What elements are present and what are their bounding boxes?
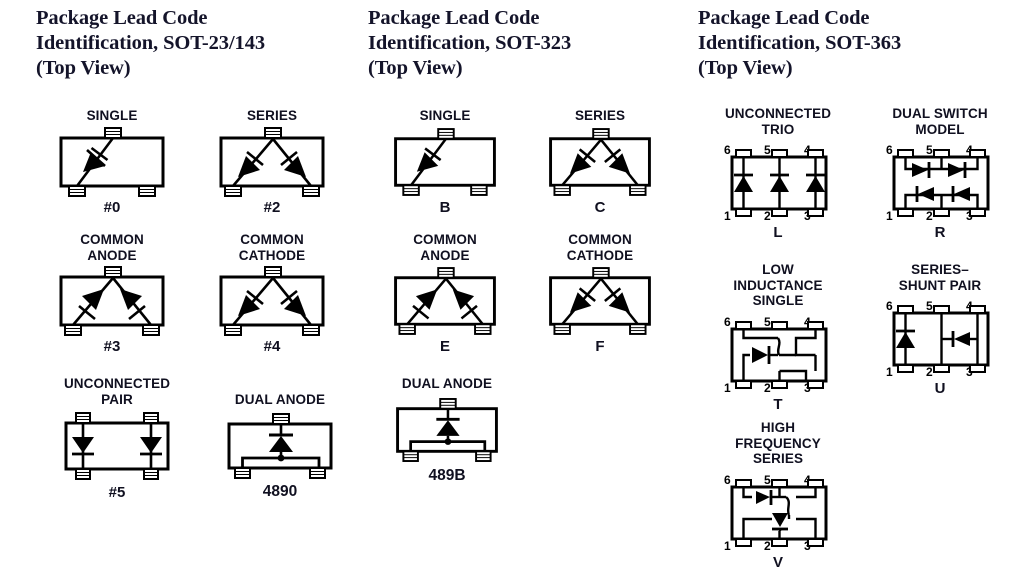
cell-caption: COMMON CATHODE bbox=[566, 232, 634, 263]
cell-code: R bbox=[934, 224, 946, 241]
pin-label-5: 5 bbox=[764, 315, 771, 329]
symbol-common-anode bbox=[59, 266, 165, 336]
cell-common-anode-e: COMMON ANODE E bbox=[370, 232, 520, 355]
cell-unconnected-trio-l: UNCONNECTED TRIO 6 5 4 1 2 3 bbox=[698, 106, 858, 241]
symbol-single-diag bbox=[59, 126, 165, 197]
pin-label-1: 1 bbox=[724, 209, 731, 223]
cell-caption: SERIES– SHUNT PAIR bbox=[898, 262, 982, 293]
symbol-common-cathode bbox=[219, 266, 325, 336]
column-title-line: (Top View) bbox=[36, 57, 131, 79]
pin-label-1: 1 bbox=[886, 209, 893, 223]
cell-code: #5 bbox=[108, 484, 126, 501]
cell-unconnected-pair-5: UNCONNECTED PAIR #5 bbox=[32, 376, 202, 501]
pin-label-5: 5 bbox=[926, 143, 933, 157]
cell-code: B bbox=[439, 198, 451, 216]
pin-label-2: 2 bbox=[926, 365, 933, 379]
cell-caption: SERIES bbox=[246, 108, 298, 123]
pin-label-1: 1 bbox=[886, 365, 893, 379]
cell-code: #3 bbox=[103, 338, 121, 355]
column-sot-323: Package Lead Code Identification, SOT-32… bbox=[360, 0, 690, 581]
cell-caption: COMMON ANODE bbox=[413, 232, 477, 263]
cell-code: E bbox=[439, 338, 450, 355]
symbol-high-freq: 6 5 4 1 2 3 bbox=[724, 473, 827, 553]
cell-caption: HIGH FREQUENCY SERIES bbox=[735, 420, 821, 466]
cell-series-c: SERIES C bbox=[525, 108, 675, 216]
column-title-sot-23-143: Package Lead Code Identification, SOT-23… bbox=[36, 6, 265, 81]
cell-single-0: SINGLE #0 bbox=[32, 108, 192, 216]
cell-caption: SINGLE bbox=[86, 108, 138, 123]
cell-common-cathode-f: COMMON CATHODE F bbox=[525, 232, 675, 355]
symbol-dual-anode bbox=[396, 397, 498, 462]
symbol-series-out-in bbox=[219, 126, 325, 197]
pin-label-2: 2 bbox=[764, 539, 771, 553]
column-title-line: (Top View) bbox=[368, 57, 463, 79]
column-title-line: Package Lead Code bbox=[368, 7, 540, 29]
symbol-trio: 6 5 4 1 2 3 bbox=[724, 143, 827, 223]
symbol-low-inductance: 6 5 4 1 2 3 bbox=[724, 315, 827, 395]
cell-dual-anode-489b: DUAL ANODE 489B bbox=[372, 376, 522, 484]
column-sot-363: Package Lead Code Identification, SOT-36… bbox=[690, 0, 1028, 581]
cell-dual-switch-model-r: DUAL SWITCH MODEL 6 5 4 1 2 3 bbox=[860, 106, 1020, 241]
pin-label-5: 5 bbox=[926, 299, 933, 313]
cell-code: C bbox=[594, 198, 606, 216]
cell-caption: LOW INDUCTANCE SINGLE bbox=[733, 262, 823, 308]
pin-label-2: 2 bbox=[764, 381, 771, 395]
cell-code: F bbox=[595, 338, 605, 355]
cell-caption: UNCONNECTED PAIR bbox=[63, 376, 171, 407]
column-title-line: Identification, SOT-363 bbox=[698, 32, 902, 54]
cell-code: L bbox=[773, 224, 783, 241]
pin-label-2: 2 bbox=[926, 209, 933, 223]
column-title-line: (Top View) bbox=[698, 57, 793, 79]
cell-code: T bbox=[773, 395, 783, 413]
cell-caption: SINGLE bbox=[419, 108, 471, 123]
pin-label-6: 6 bbox=[724, 315, 731, 329]
cell-common-cathode-4: COMMON CATHODE #4 bbox=[192, 232, 352, 355]
cell-code: U bbox=[934, 380, 946, 397]
cell-caption: DUAL ANODE bbox=[401, 376, 493, 391]
column-title-line: Package Lead Code bbox=[698, 7, 870, 29]
cell-caption: SERIES bbox=[574, 108, 626, 123]
pin-label-1: 1 bbox=[724, 381, 731, 395]
cell-code: 4890 bbox=[262, 482, 298, 500]
cell-code: #2 bbox=[263, 198, 281, 216]
cell-code: V bbox=[772, 553, 783, 571]
cell-caption: DUAL SWITCH MODEL bbox=[892, 106, 988, 137]
symbol-common-cathode bbox=[549, 267, 651, 335]
cell-code: 489B bbox=[428, 466, 466, 484]
pin-label-2: 2 bbox=[764, 209, 771, 223]
cell-common-anode-3: COMMON ANODE #3 bbox=[32, 232, 192, 355]
pin-label-6: 6 bbox=[886, 143, 893, 157]
symbol-series-in-in bbox=[549, 127, 651, 196]
cell-dual-anode-4890: DUAL ANODE 4890 bbox=[200, 392, 360, 500]
cell-series-2: SERIES #2 bbox=[192, 108, 352, 216]
cell-high-frequency-series-v: HIGH FREQUENCY SERIES 6 5 4 1 2 3 bbox=[698, 420, 858, 571]
cell-caption: COMMON ANODE bbox=[80, 232, 144, 263]
symbol-common-anode bbox=[394, 267, 496, 335]
column-title-sot-363: Package Lead Code Identification, SOT-36… bbox=[698, 6, 901, 81]
column-title-line: Identification, SOT-323 bbox=[368, 32, 572, 54]
cell-series-shunt-pair-u: SERIES– SHUNT PAIR 6 5 4 1 2 3 bbox=[860, 262, 1020, 397]
cell-code: #4 bbox=[263, 338, 281, 355]
cell-single-b: SINGLE B bbox=[370, 108, 520, 216]
column-title-line: Identification, SOT-23/143 bbox=[36, 32, 266, 54]
symbol-series-shunt: 6 5 4 1 2 3 bbox=[886, 299, 989, 379]
column-sot-23-143: Package Lead Code Identification, SOT-23… bbox=[0, 0, 360, 581]
column-title-line: Package Lead Code bbox=[36, 7, 208, 29]
cell-code: #0 bbox=[103, 198, 121, 216]
cell-caption: DUAL ANODE bbox=[234, 392, 326, 407]
pin-label-5: 5 bbox=[764, 143, 771, 157]
pin-label-6: 6 bbox=[724, 473, 731, 487]
cell-low-inductance-single-t: LOW INDUCTANCE SINGLE 6 5 4 1 2 3 bbox=[698, 262, 858, 413]
cell-caption: UNCONNECTED TRIO bbox=[724, 106, 832, 137]
symbol-unconnected-pair bbox=[64, 412, 170, 480]
pin-label-1: 1 bbox=[724, 539, 731, 553]
symbol-dual-switch: 6 5 4 1 2 3 bbox=[886, 143, 989, 223]
symbol-dual-anode bbox=[227, 412, 333, 479]
pin-label-5: 5 bbox=[764, 473, 771, 487]
pin-label-6: 6 bbox=[724, 143, 731, 157]
cell-caption: COMMON CATHODE bbox=[238, 232, 306, 263]
pin-label-6: 6 bbox=[886, 299, 893, 313]
column-title-sot-323: Package Lead Code Identification, SOT-32… bbox=[368, 6, 571, 81]
symbol-single-diag bbox=[394, 127, 496, 196]
